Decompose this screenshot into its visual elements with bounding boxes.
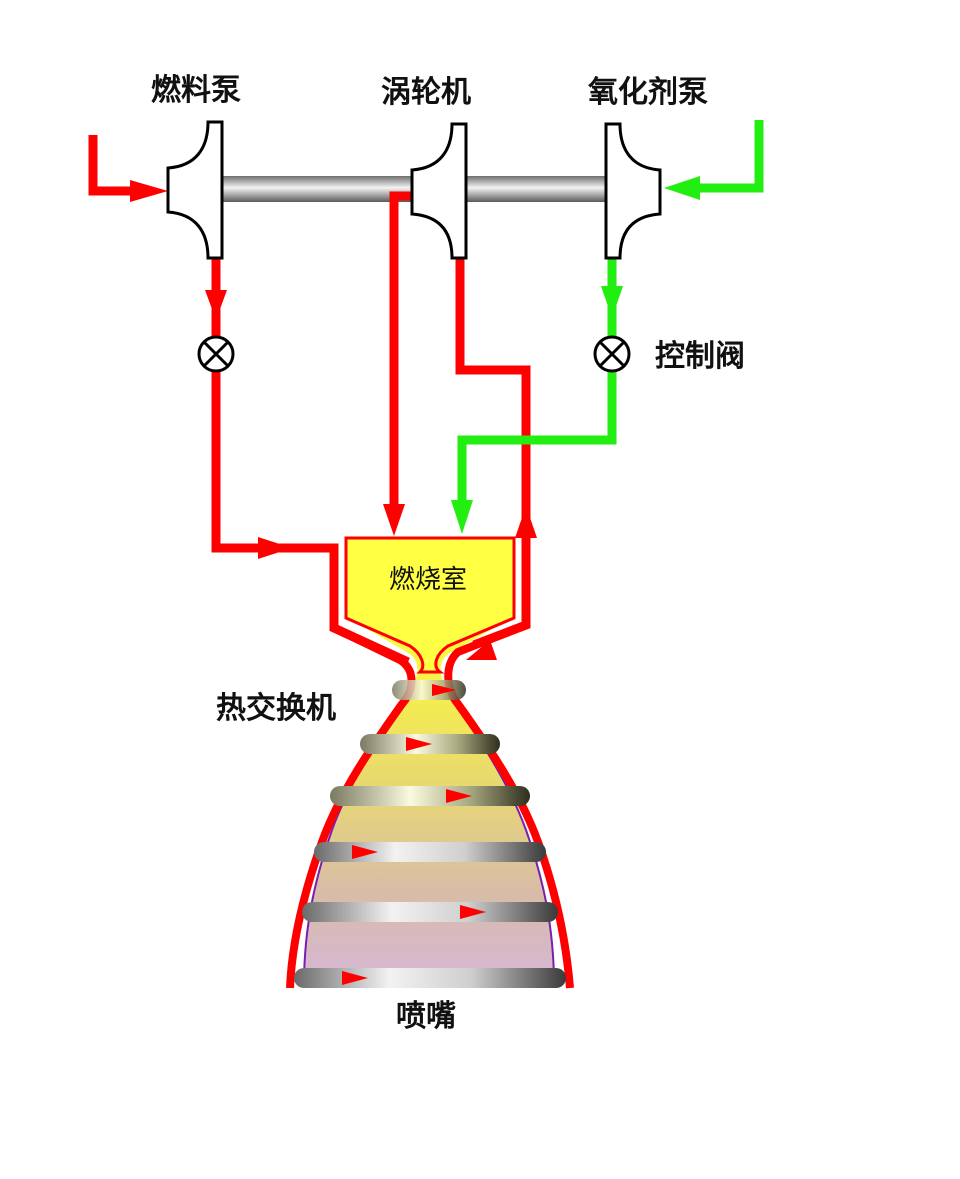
flow-arrow-icon — [460, 905, 486, 919]
combustion-chamber — [344, 536, 516, 674]
flow-arrow-icon — [352, 845, 378, 859]
exchanger-band — [294, 968, 566, 988]
flow-arrow-icon — [601, 286, 623, 318]
exchanger-band — [314, 842, 546, 862]
valve-cross-stroke — [598, 340, 626, 368]
fuel-pump-housing — [166, 120, 224, 260]
control-valve-label: 控制阀 — [655, 339, 745, 374]
turbine-label: 涡轮机 — [381, 75, 471, 110]
flow-arrow-icon — [446, 789, 472, 803]
oxidizer-control-valve — [593, 335, 631, 373]
flow-arrow-icon — [515, 506, 537, 538]
flow-arrow-icon — [342, 971, 368, 985]
exchanger-flow-arrows — [342, 684, 486, 985]
turbine-housing — [410, 122, 468, 260]
flow-arrow-icon — [383, 504, 405, 536]
turbine-exhaust-line — [389, 191, 412, 522]
oxidizer-to-chamber-line — [457, 372, 617, 520]
combustion-chamber-label: 燃烧室 — [389, 565, 467, 595]
oxidizer-pump-label: 氧化剂泵 — [588, 75, 708, 110]
line-arrowheads — [130, 176, 700, 660]
flow-arrow-icon — [130, 180, 168, 202]
flow-arrow-icon — [664, 176, 700, 200]
heat-exchanger-label: 热交换机 — [216, 691, 336, 726]
fuel-pump-label: 燃料泵 — [151, 73, 241, 108]
valve-cross-stroke — [202, 340, 230, 368]
exchanger-band — [302, 902, 558, 922]
heat-exchanger-bands — [294, 680, 566, 988]
fuel-control-valve — [197, 335, 235, 373]
flow-arrow-icon — [432, 684, 456, 696]
flow-arrow-icon — [258, 537, 292, 559]
flow-arrow-icon — [451, 500, 473, 534]
fuel-inlet-line — [88, 135, 150, 196]
flow-arrow-icon — [205, 290, 227, 320]
flow-arrow-icon — [406, 737, 432, 751]
oxidizer-pump-housing — [604, 122, 662, 260]
nozzle-label: 喷嘴 — [396, 999, 456, 1034]
flow-arrow-icon — [466, 640, 497, 660]
exchanger-band — [330, 786, 530, 806]
oxidizer-inlet-line — [686, 120, 764, 193]
exchanger-band — [392, 680, 466, 700]
